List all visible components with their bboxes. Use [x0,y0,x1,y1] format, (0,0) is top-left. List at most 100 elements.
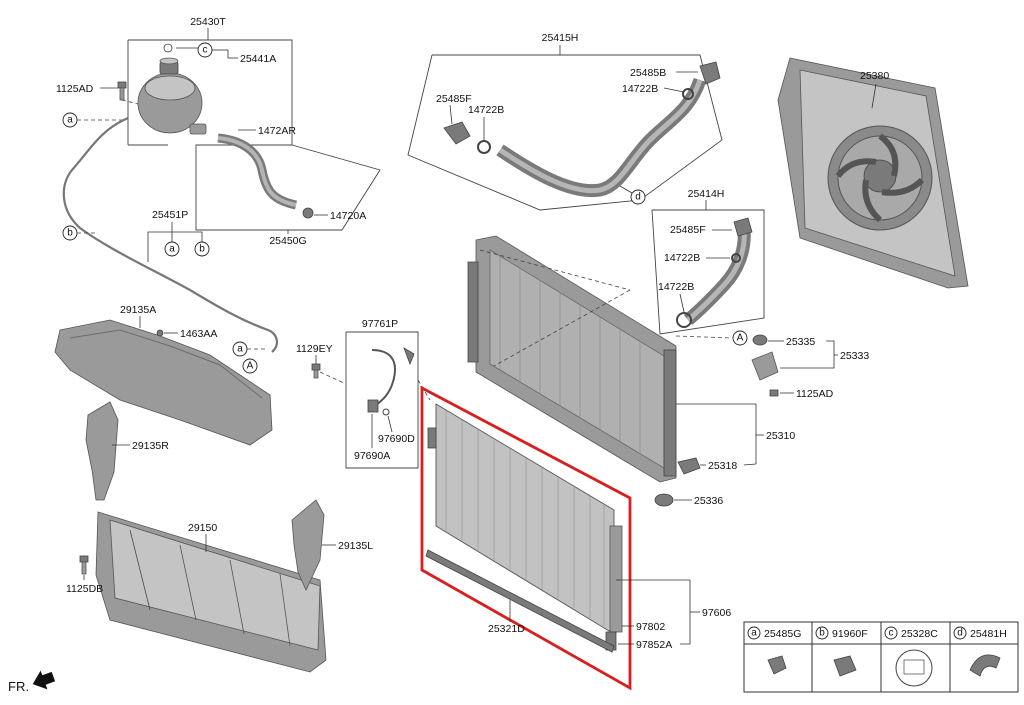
callout-A-mount: A [732,330,748,346]
svg-text:a: a [67,115,73,126]
label-97852A[interactable]: 97852A [636,639,672,651]
label-25336[interactable]: 25336 [694,495,723,507]
svg-text:a: a [751,628,757,639]
svg-text:a: a [237,344,243,355]
label-29150[interactable]: 29150 [188,522,217,534]
fan-shroud-group: 25380 [777,57,969,289]
upper-mount-group: A 25335 25333 1125AD [675,330,869,400]
seal-25321D[interactable] [425,549,615,653]
legend-code-d: 25481H [970,628,1007,640]
front-direction-marker: FR. [8,670,56,694]
callout-c-cap: c [197,42,213,58]
insulator-25336[interactable] [654,493,674,507]
receiver-drier[interactable] [609,525,623,633]
clip-1463AA-icon [156,329,164,337]
label-25321D[interactable]: 25321D [488,623,525,635]
overflow-tube[interactable] [62,116,278,353]
label-25485F-lower[interactable]: 25485F [670,224,706,236]
label-25333[interactable]: 25333 [840,350,869,362]
legend-cell-d: d 25481H [953,626,1007,677]
label-25335[interactable]: 25335 [786,336,815,348]
fitting-25485F-upper[interactable] [443,121,471,145]
svg-text:d: d [957,628,963,639]
label-25485B[interactable]: 25485B [630,67,666,79]
condenser-group: 25321D 97606 97802 97852A [420,385,731,691]
clamp-14722B-upper-left[interactable] [477,140,491,154]
air-guard-29135A[interactable] [54,319,273,446]
label-25318[interactable]: 25318 [708,460,737,472]
label-25430T[interactable]: 25430T [190,16,226,28]
label-29135A[interactable]: 29135A [120,304,156,316]
label-97690D[interactable]: 97690D [378,433,415,445]
screw-1129EY-icon [311,363,321,379]
label-29135R[interactable]: 29135R [132,440,169,452]
upper-radiator-hose[interactable] [496,77,707,198]
label-25310[interactable]: 25310 [766,430,795,442]
clamp-14722B-lower-top[interactable] [731,253,741,263]
bolt-1125AD-icon [117,81,127,101]
wiring-harness-97761P[interactable] [371,349,396,409]
callout-A-lower: A [242,358,258,374]
upper-hose-group: 25415H 25485B 14722B 25485F 14722B d [407,32,723,211]
bolt-1125AD-right-icon [769,389,779,397]
svg-text:A: A [737,333,744,344]
legend-code-b: 91960F [832,628,868,640]
label-1129EY[interactable]: 1129EY [296,343,333,355]
fitting-25485G-icon [767,655,787,675]
label-25414H[interactable]: 25414H [688,188,725,200]
legend-code-a: 25485G [764,628,801,640]
svg-text:b: b [67,228,73,239]
label-97761P[interactable]: 97761P [362,318,398,330]
legend-cell-c: c 25328C [884,626,938,687]
label-97690A[interactable]: 97690A [354,450,390,462]
fitting-25485F-lower[interactable] [733,217,753,237]
label-1472AR[interactable]: 1472AR [258,125,296,137]
sensor-97690D[interactable] [382,408,390,416]
air-guard-29135R[interactable] [85,401,119,501]
air-guard-29135L[interactable] [291,499,325,591]
guard-25481H-icon [969,654,1001,677]
front-arrow-icon [32,670,56,690]
bracket-25318[interactable] [677,457,701,475]
label-25380[interactable]: 25380 [860,70,889,82]
bracket-25333[interactable] [751,351,779,381]
cap-label-25328C-icon [895,649,933,687]
label-14722B-lower-top[interactable]: 14722B [664,252,700,264]
callout-d-upper: d [630,189,646,205]
label-25451P[interactable]: 25451P [152,209,188,221]
callout-b-left: b [62,225,78,241]
label-25441A[interactable]: 25441A [240,53,276,65]
label-1463AA[interactable]: 1463AA [180,328,217,340]
label-1125AD-right[interactable]: 1125AD [796,388,834,400]
callout-a-lower: a [232,341,248,357]
coolant-reservoir-tank[interactable] [137,57,207,135]
label-25415H[interactable]: 25415H [542,32,579,44]
label-25450G[interactable]: 25450G [269,235,306,247]
svg-text:c: c [203,45,208,56]
wiring-group: 97761P 97690D 97690A 1129EY [296,318,431,469]
legend-cell-b: b 91960F [815,626,868,677]
label-97802[interactable]: 97802 [636,621,665,633]
svg-text:A: A [247,361,254,372]
clamp-14722B-upper-right[interactable] [682,88,694,100]
fitting-25485B[interactable] [699,61,721,85]
clamp-14720A[interactable] [302,207,314,219]
label-14722B-upper-left[interactable]: 14722B [468,104,504,116]
label-14722B-upper-right[interactable]: 14722B [622,83,658,95]
label-14720A[interactable]: 14720A [330,210,366,222]
label-97606[interactable]: 97606 [702,607,731,619]
lower-radiator-hose[interactable] [683,227,751,325]
hose-1472AR[interactable] [217,133,298,210]
callout-a-hose: a [164,241,180,257]
label-29135L[interactable]: 29135L [338,540,373,552]
label-14722B-lower-bottom[interactable]: 14722B [658,281,694,293]
label-1125DB[interactable]: 1125DB [66,583,103,595]
clamp-14722B-lower-bottom[interactable] [676,312,692,328]
bolt-1125DB-icon [79,555,89,575]
radiator-group: 25310 25318 25336 [467,235,795,507]
svg-text:d: d [635,192,641,203]
label-1125AD-top[interactable]: 1125AD [56,83,94,95]
insulator-25335[interactable] [752,334,768,346]
label-25485F-upper[interactable]: 25485F [436,93,472,105]
